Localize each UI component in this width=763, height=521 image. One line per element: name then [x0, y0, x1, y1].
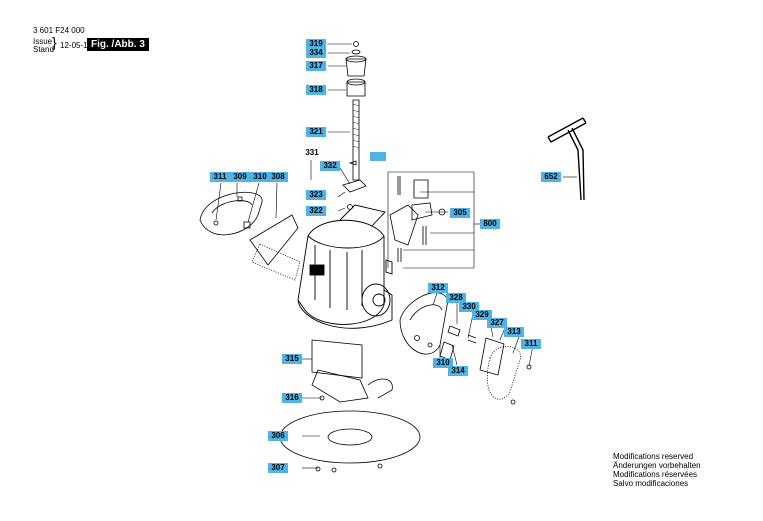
- part-callout-334[interactable]: 334: [306, 48, 326, 58]
- part-callout-328[interactable]: 328: [446, 293, 466, 303]
- part-callout-318[interactable]: 318: [306, 85, 326, 95]
- note-line: Salvo modificaciones: [613, 479, 689, 488]
- part-callout-312[interactable]: 312: [428, 283, 448, 293]
- part-callout-311-left[interactable]: 311: [210, 172, 230, 182]
- note-line: Modifications reserved: [613, 452, 694, 461]
- note-line: Änderungen vorbehalten: [613, 461, 701, 470]
- rod-assembly: [342, 41, 367, 210]
- part-callout-307[interactable]: 307: [268, 463, 288, 473]
- modification-notes: Modifications reserved Änderungen vorbeh…: [613, 452, 701, 488]
- right-handle-parts: [399, 292, 532, 405]
- figure-label: Fig. /Abb. 3: [87, 38, 149, 51]
- part-callout-309[interactable]: 309: [230, 172, 250, 182]
- part-callout-327[interactable]: 327: [487, 318, 507, 328]
- part-callout-305[interactable]: 305: [450, 208, 470, 218]
- hex-key-652: [547, 117, 587, 201]
- part-callout-306[interactable]: 306: [268, 431, 288, 441]
- part-callout-319[interactable]: 319: [306, 39, 326, 49]
- part-callout-332[interactable]: 332: [320, 161, 340, 171]
- router-base-housing: [297, 204, 393, 329]
- stand-label: Stand: [33, 45, 54, 54]
- note-line: Modifications réservées: [613, 470, 698, 479]
- part-callout-308[interactable]: 308: [268, 172, 288, 182]
- bracket-icon: }: [52, 34, 57, 50]
- part-callout-315[interactable]: 315: [282, 354, 302, 364]
- part-callout-310[interactable]: 310: [250, 172, 270, 182]
- part-callout-322[interactable]: 322: [306, 206, 326, 216]
- part-callout-652[interactable]: 652: [541, 172, 561, 182]
- part-number: 3 601 F24 000: [33, 26, 85, 35]
- part-callout-316[interactable]: 316: [282, 393, 302, 403]
- left-handle-parts: [199, 191, 301, 281]
- part-callout-311-right[interactable]: 311: [521, 339, 541, 349]
- part-callout-313[interactable]: 313: [504, 327, 524, 337]
- issue-date: 12-05-15: [60, 41, 93, 50]
- part-callout-800[interactable]: 800: [480, 219, 500, 229]
- leader-lines: [215, 43, 577, 469]
- part-callout-330[interactable]: 330: [459, 302, 479, 312]
- clamp-assembly-800: [389, 176, 446, 262]
- issue-label: Issue: [33, 37, 53, 46]
- part-callout-323[interactable]: 323: [306, 190, 326, 200]
- part-callout-331[interactable]: 331: [305, 148, 319, 157]
- part-callout-321[interactable]: 321: [306, 127, 326, 137]
- part-callout-317[interactable]: 317: [306, 61, 326, 71]
- lower-parts: [279, 339, 421, 473]
- part-callout-314[interactable]: 314: [448, 366, 468, 376]
- part-callout-329[interactable]: 329: [472, 310, 492, 320]
- highlight-marker: [370, 152, 386, 161]
- part-callout-310-right[interactable]: 310: [433, 358, 453, 368]
